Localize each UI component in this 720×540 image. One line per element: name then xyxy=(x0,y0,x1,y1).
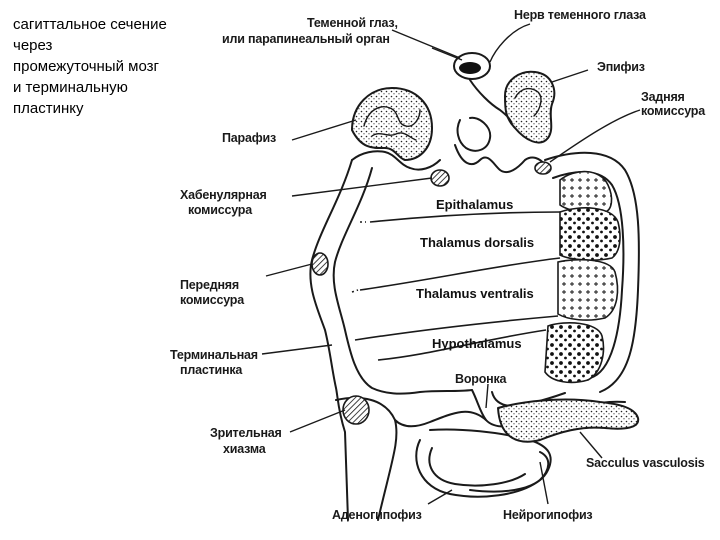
label-parietal-eye-nerve: Нерв теменного глаза xyxy=(514,8,646,22)
epithalamus-mass xyxy=(560,172,612,213)
hypothalamus-mass xyxy=(545,323,603,383)
label-hypothalamus: Hypothalamus xyxy=(432,336,522,351)
label-epithalamus: Epithalamus xyxy=(436,197,513,212)
label-anterior-2: комиссура xyxy=(180,293,244,307)
label-thalamus-dorsalis: Thalamus dorsalis xyxy=(420,235,534,250)
label-neurohypophysis: Нейрогипофиз xyxy=(503,508,592,522)
epiphysis-outline xyxy=(505,72,554,143)
anterior-commissure xyxy=(312,253,328,275)
leader-saccus xyxy=(580,432,602,458)
terminal-lamina-outline xyxy=(310,160,352,520)
leader-paraphysis xyxy=(292,120,356,140)
posterior-commissure xyxy=(535,162,551,174)
label-parietal-eye-1: Теменной глаз, xyxy=(307,16,398,30)
label-paraphysis: Парафиз xyxy=(222,131,276,145)
label-posterior-commissure-1: Задняя xyxy=(641,90,685,104)
label-terminal-1: Терминальная xyxy=(170,348,258,362)
leader-nerve xyxy=(490,24,530,62)
habenular-commissure xyxy=(431,170,449,186)
label-optic-2: хиазма xyxy=(223,442,265,456)
parietal-eye-lens xyxy=(459,62,481,74)
adenohypophysis-outline xyxy=(416,440,548,497)
label-epiphysis: Эпифиз xyxy=(597,60,645,74)
optic-chiasm xyxy=(343,396,369,424)
leader-adeno xyxy=(428,490,452,504)
label-optic-1: Зрительная xyxy=(210,426,282,440)
thalamus-dorsalis-mass xyxy=(560,208,620,260)
leader-optic xyxy=(290,410,345,432)
label-habenular-2: комиссура xyxy=(188,203,252,217)
label-anterior-1: Передняя xyxy=(180,278,239,292)
label-terminal-2: пластинка xyxy=(180,363,242,377)
floor-loop xyxy=(395,412,486,427)
label-habenular-1: Хабенулярная xyxy=(180,188,267,202)
label-adenohypophysis: Аденогипофиз xyxy=(332,508,422,522)
epithalamus-line xyxy=(370,212,560,222)
leader-voronka xyxy=(486,384,488,408)
leader-parietal-eye-2 xyxy=(432,48,462,60)
leader-epiphysis xyxy=(552,70,588,82)
leader-anterior xyxy=(266,264,312,276)
label-infundibulum: Воронка xyxy=(455,372,506,386)
leader-terminal xyxy=(262,345,332,354)
thalamus-ventralis-mass xyxy=(558,260,618,320)
leader-habenular xyxy=(292,178,432,196)
label-posterior-commissure-2: комиссура xyxy=(641,104,705,118)
adenohypophysis-lumen xyxy=(429,448,525,486)
leader-parietal-eye xyxy=(392,30,460,58)
label-thalamus-ventralis: Thalamus ventralis xyxy=(416,286,534,301)
label-parietal-eye-2: или парапинеальный орган xyxy=(222,32,390,46)
label-saccus-vasculosus: Sacculus vasculosis xyxy=(586,456,705,470)
saccus-outline xyxy=(498,400,638,442)
